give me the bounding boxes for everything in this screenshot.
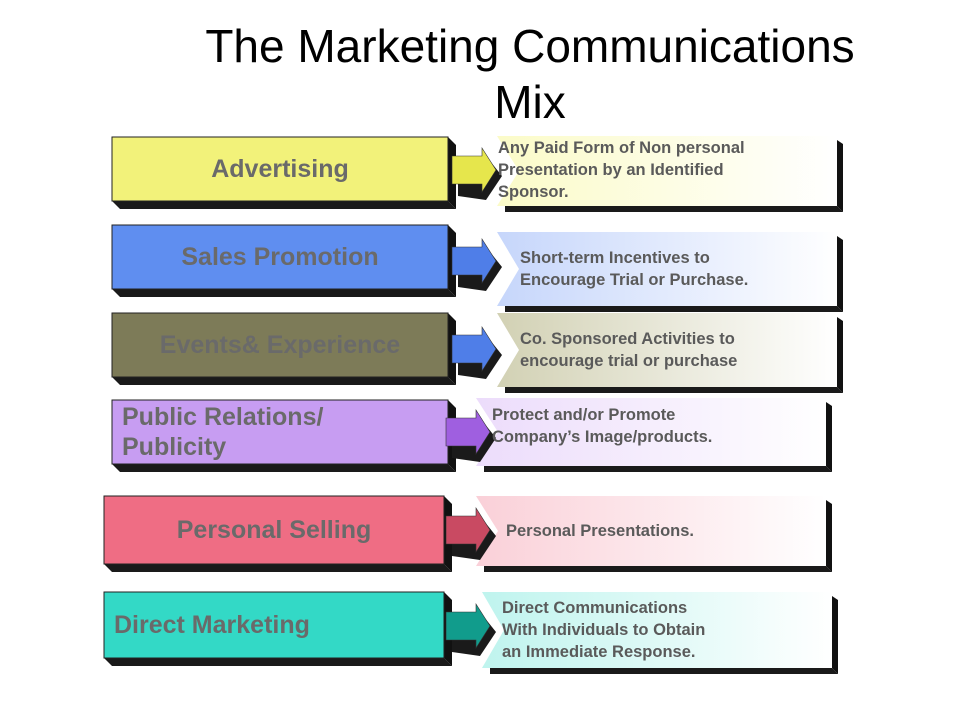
label-box-face: [111, 399, 449, 465]
description-box-bottom-face: [484, 566, 832, 572]
description-box-bottom-face: [484, 466, 832, 472]
slide-title-line-2: Mix: [494, 76, 566, 128]
mix-item-label: Advertising: [211, 154, 349, 183]
mix-item-description: Short-term Incentives to Encourage Trial…: [520, 249, 749, 289]
mix-item-label: Personal Selling: [176, 515, 372, 544]
connector-arrow: [445, 506, 491, 554]
mix-row-graphics: [111, 398, 832, 472]
description-box-face: [497, 232, 837, 306]
mix-item-label: Public Relations/ Publicity: [122, 403, 324, 461]
mix-item-label: Events& Experience: [159, 330, 401, 359]
description-box-face: [497, 313, 837, 387]
description-box-side-face: [837, 317, 843, 393]
label-box-face: [103, 591, 445, 659]
mix-item-description: Personal Presentations.: [506, 522, 694, 540]
description-box-bottom-face: [505, 206, 843, 212]
description-box-side-face: [837, 236, 843, 312]
connector-arrow: [451, 146, 497, 194]
label-box-face: [103, 495, 445, 565]
slide-title: The Marketing Communications Mix: [90, 18, 960, 130]
label-box-face: [111, 136, 449, 202]
description-box-side-face: [826, 500, 832, 572]
description-box-face: [497, 136, 837, 206]
mix-row-graphics: [111, 224, 843, 312]
mix-row-graphics: [111, 312, 843, 393]
label-box-bottom-face: [112, 464, 456, 472]
mix-item-description: Protect and/or Promote Company’s Image/p…: [492, 406, 713, 446]
connector-arrow: [445, 602, 491, 650]
description-box-face: [476, 398, 826, 466]
mix-item-label: Sales Promotion: [181, 242, 379, 271]
description-box-face: [476, 496, 826, 566]
connector-arrow: [445, 408, 491, 456]
label-box-face: [111, 312, 449, 378]
slide-title-line-1: The Marketing Communications: [205, 20, 855, 72]
description-box-side-face: [826, 402, 832, 472]
description-box-side-face: [837, 140, 843, 212]
description-box-bottom-face: [490, 668, 838, 674]
label-box-bottom-face: [104, 658, 452, 666]
mix-row-graphics: [103, 591, 838, 674]
label-box-bottom-face: [112, 201, 456, 209]
mix-row-graphics: [103, 495, 832, 572]
connector-arrow: [451, 325, 497, 373]
mix-row-graphics: [111, 136, 843, 212]
description-box-bottom-face: [505, 387, 843, 393]
label-box-face: [111, 224, 449, 290]
label-box-bottom-face: [104, 564, 452, 572]
mix-item-description: Co. Sponsored Activities to encourage tr…: [520, 330, 738, 370]
label-box-bottom-face: [112, 377, 456, 385]
mix-item-description: Direct Communications With Individuals t…: [502, 599, 706, 661]
mix-item-label: Direct Marketing: [114, 611, 310, 639]
connector-arrow: [451, 237, 497, 285]
mix-item-description: Any Paid Form of Non personal Presentati…: [498, 139, 745, 201]
label-box-bottom-face: [112, 289, 456, 297]
description-box-bottom-face: [505, 306, 843, 312]
description-box-side-face: [832, 596, 838, 674]
description-box-face: [482, 592, 832, 668]
